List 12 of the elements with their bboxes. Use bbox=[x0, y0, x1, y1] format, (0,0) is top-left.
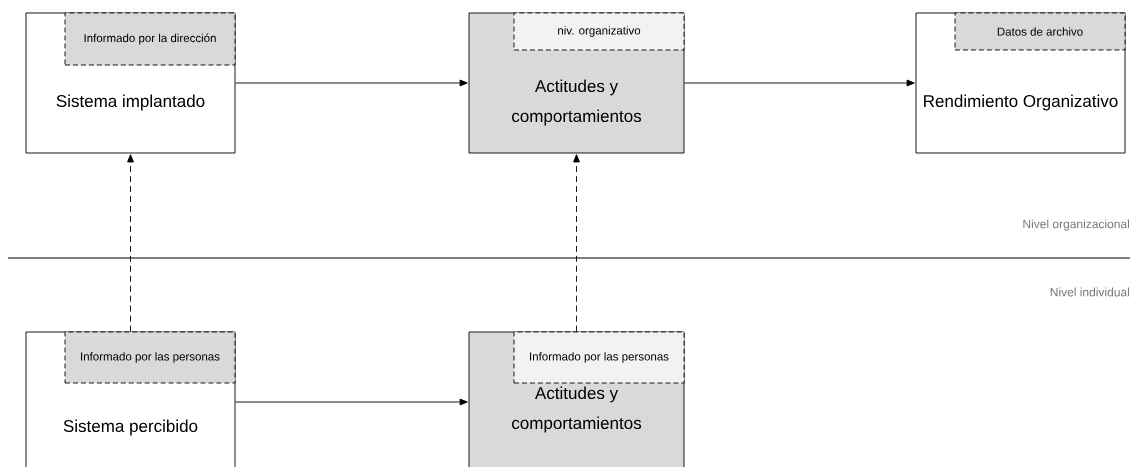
tag-box: Informado por las personas bbox=[513, 331, 685, 384]
tag-box: Datos de archivo bbox=[954, 12, 1126, 51]
arrow bbox=[684, 79, 915, 87]
level-label: Nivel individual bbox=[1050, 287, 1129, 297]
tag-box: Informado por la dirección bbox=[64, 12, 236, 66]
arrow bbox=[235, 79, 468, 87]
tag-box: niv. organizativo bbox=[513, 12, 685, 51]
level-label: Nivel organizacional bbox=[1023, 219, 1129, 231]
arrow bbox=[573, 154, 580, 332]
tag-box: Informado por las personas bbox=[64, 331, 236, 384]
arrow bbox=[127, 154, 134, 332]
arrow bbox=[235, 398, 468, 406]
